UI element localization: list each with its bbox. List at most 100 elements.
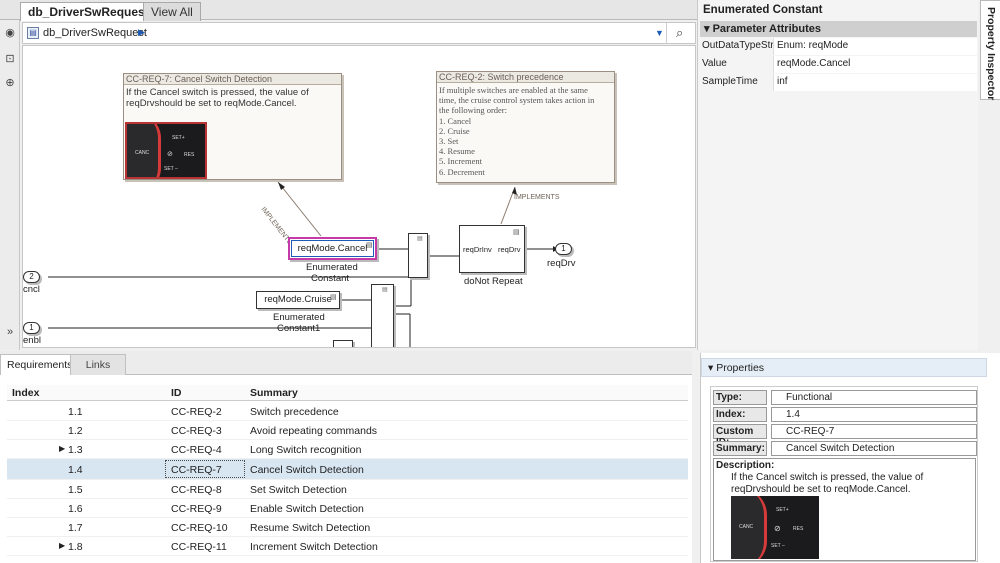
zoom-icon[interactable]: ⊕ xyxy=(5,77,15,89)
property-row: OutDataTypeStr Enum: reqMode xyxy=(698,38,979,55)
annotation-body: If multiple switches are enabled at the … xyxy=(437,83,614,179)
column-summary[interactable]: Summary xyxy=(250,387,298,399)
property-value[interactable]: Cancel Switch Detection xyxy=(771,441,977,456)
row-summary: Avoid repeating commands xyxy=(250,425,378,437)
property-inspector-tab[interactable]: Property Inspector xyxy=(980,0,1000,100)
table-row[interactable]: 1.2 CC-REQ-3 Avoid repeating commands xyxy=(7,421,688,440)
table-row[interactable]: ▶ 1.3 CC-REQ-4 Long Switch recognition xyxy=(7,440,688,459)
row-id: CC-REQ-7 xyxy=(165,460,245,478)
description-line: reqDrvshould be set to reqMode.Cancel. xyxy=(731,484,911,495)
breadcrumb-dropdown-icon[interactable]: ▼ xyxy=(655,28,664,38)
column-index[interactable]: Index xyxy=(12,387,40,399)
properties-header[interactable]: ▾ Properties xyxy=(701,358,987,377)
row-index: 1.3 xyxy=(68,444,83,456)
property-value[interactable]: reqMode.Cancel xyxy=(773,56,977,73)
port-label: reqDrv xyxy=(547,258,576,269)
tab-requirements[interactable]: Requirements xyxy=(0,354,80,375)
property-row: Value reqMode.Cancel xyxy=(698,56,979,73)
property-value[interactable]: Functional xyxy=(771,390,977,405)
breadcrumb-arrow-icon[interactable]: ▶ xyxy=(138,27,145,37)
wheel-cancel: CANC xyxy=(739,524,754,530)
inport-cncl[interactable]: 2 xyxy=(23,271,40,283)
property-key: Description: xyxy=(716,460,775,471)
annotation-title: CC-REQ-7: Cancel Switch Detection xyxy=(124,74,341,85)
wheel-set-plus: SET+ xyxy=(172,135,185,141)
column-id[interactable]: ID xyxy=(171,387,182,399)
block-label: doNot Repeat xyxy=(464,276,523,287)
property-key: Summary: xyxy=(713,441,767,456)
property-type: Type: Functional xyxy=(713,390,977,405)
enumerated-constant-block-1[interactable]: reqMode.Cruise xyxy=(256,291,340,309)
annotation-line: If multiple switches are enabled at the … xyxy=(439,85,588,95)
out-port-label: reqDrv xyxy=(498,245,521,254)
mask-icon: ▤ xyxy=(366,242,373,249)
property-row: SampleTime inf xyxy=(698,74,979,91)
requirement-annotation-cc-req-2[interactable]: CC-REQ-2: Switch precedence If multiple … xyxy=(436,71,615,183)
row-summary: Enable Switch Detection xyxy=(250,503,364,515)
property-index: Index: 1.4 xyxy=(713,407,977,422)
property-key: OutDataTypeStr xyxy=(702,40,774,51)
expand-arrow-icon[interactable]: ▶ xyxy=(59,541,66,550)
fit-view-icon[interactable]: ⊡ xyxy=(5,53,15,65)
requirement-annotation-cc-req-7[interactable]: CC-REQ-7: Cancel Switch Detection If the… xyxy=(123,73,342,180)
search-icon[interactable]: ⌕ xyxy=(676,25,684,40)
table-row[interactable]: 1.5 CC-REQ-8 Set Switch Detection xyxy=(7,480,688,499)
property-value[interactable]: CC-REQ-7 xyxy=(771,424,977,439)
divider xyxy=(666,23,667,43)
do-not-repeat-subsystem[interactable]: reqDrInv reqDrv ▤ xyxy=(459,225,525,273)
properties-panel: ▾ Properties Type: Functional Index: 1.4… xyxy=(700,353,1000,563)
port-number: 1 xyxy=(561,244,566,253)
row-index: 1.6 xyxy=(68,503,83,515)
table-row[interactable]: 1.7 CC-REQ-10 Resume Switch Detection xyxy=(7,518,688,537)
mask-icon: ▤ xyxy=(513,229,520,236)
annotation-line: 4. Resume xyxy=(439,146,475,157)
properties-title: Properties xyxy=(716,362,765,374)
table-row-selected[interactable]: 1.4 CC-REQ-7 Cancel Switch Detection xyxy=(7,459,688,480)
table-row[interactable]: ▶ 1.8 CC-REQ-11 Increment Switch Detecti… xyxy=(7,537,688,556)
property-key: Type: xyxy=(713,390,767,405)
mask-icon: ▤ xyxy=(417,236,423,242)
row-index: 1.5 xyxy=(68,484,83,496)
tab-db-driverswrequest[interactable]: db_DriverSwRequest xyxy=(20,2,157,21)
switch-block[interactable]: ▤ xyxy=(408,233,428,278)
model-canvas[interactable]: CC-REQ-7: Cancel Switch Detection If the… xyxy=(22,45,696,348)
table-row[interactable]: 1.6 CC-REQ-9 Enable Switch Detection xyxy=(7,499,688,518)
vertical-tab-label: Property Inspector xyxy=(985,7,997,101)
property-key: SampleTime xyxy=(702,76,758,87)
switch-block-2[interactable] xyxy=(333,340,353,347)
port-label: cncl xyxy=(23,284,40,295)
steering-wheel-image: SET+ CANC ⊘ RES SET – xyxy=(731,496,819,559)
block-label: Enumerated xyxy=(273,312,325,323)
table-row[interactable]: 1.1 CC-REQ-2 Switch precedence xyxy=(7,402,688,421)
breadcrumb-label[interactable]: db_DriverSwRequest xyxy=(43,27,147,39)
section-header[interactable]: ▾ Parameter Attributes xyxy=(700,21,977,37)
annotation-line: time, the cruise control system takes ac… xyxy=(439,95,595,106)
wheel-center-icon: ⊘ xyxy=(167,151,173,158)
annotation-title: CC-REQ-2: Switch precedence xyxy=(437,72,614,83)
annotation-line: 5. Increment xyxy=(439,156,482,167)
expand-arrow-icon[interactable]: ▶ xyxy=(59,444,66,453)
property-value[interactable]: Enum: reqMode xyxy=(773,38,977,55)
mask-icon: ▤ xyxy=(330,294,337,301)
switch-block-1[interactable]: ▤ xyxy=(371,284,394,347)
wheel-center-icon: ⊘ xyxy=(774,524,781,533)
expand-icon[interactable]: » xyxy=(6,326,14,338)
outport-reqdrv[interactable]: 1 xyxy=(555,243,572,255)
property-value[interactable]: 1.4 xyxy=(771,407,977,422)
row-id: CC-REQ-2 xyxy=(171,406,222,418)
inport-enbl[interactable]: 1 xyxy=(23,322,40,334)
implements-label: IMPLEMENTS xyxy=(514,194,560,201)
annotation-line: 2. Cruise xyxy=(439,125,470,136)
property-description[interactable]: Description: If the Cancel switch is pre… xyxy=(713,458,976,561)
property-key: Value xyxy=(702,58,727,69)
hide-show-icon[interactable]: ◉ xyxy=(5,27,15,39)
property-value[interactable]: inf xyxy=(773,74,977,91)
model-icon: ▤ xyxy=(27,27,39,39)
editor-tab-strip: db_DriverSwRequest View All xyxy=(0,0,697,21)
property-inspector: Enumerated Constant ▾ Parameter Attribut… xyxy=(697,0,978,350)
tab-view-all[interactable]: View All xyxy=(143,2,201,21)
row-summary: Increment Switch Detection xyxy=(250,541,378,553)
enumerated-constant-block[interactable]: reqMode.Cancel xyxy=(288,237,377,260)
wheel-set-minus: SET – xyxy=(771,543,785,549)
tab-links[interactable]: Links xyxy=(70,354,126,375)
